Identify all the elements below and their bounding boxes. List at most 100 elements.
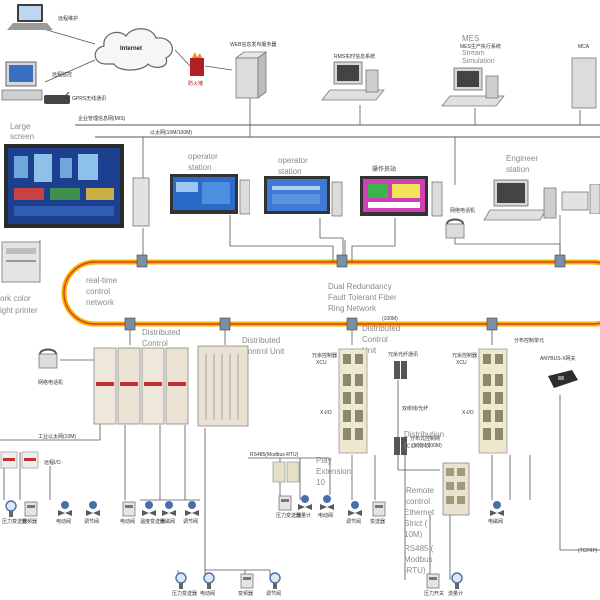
ring-switch-3-icon [554,254,566,268]
enterprise-net-label: 企业管理信息网(MIS) [78,116,126,122]
remote-maintenance-label: 远程维护 [58,16,79,22]
dcu-cabinet-2-icon [197,345,249,427]
valve-icon [86,501,100,516]
engineer-printer-icon [561,184,600,214]
dcu-3-label-c: Unit [362,346,377,355]
valve-icon [185,501,199,516]
dual-tag-label: (100M) [382,316,398,322]
large-screen-label-b: screen [10,132,35,141]
ring-switch-1-icon [136,254,148,268]
ring-switch-4-icon [124,317,136,331]
field-device-label: 调节阀 [266,591,282,597]
realtime-label-b: control [86,287,111,296]
eth-label-c: 10M) [404,530,423,539]
field-device-label: 压力变送器 [172,591,198,597]
play-label-a: Play [316,456,332,465]
ring-switch-6-icon [346,317,358,331]
remote-control-label-a: Remote [406,486,435,495]
field-device-label: 电动阀 [200,591,216,597]
remote-io-1-icon [0,451,39,469]
field-device-label: 变频器 [22,519,38,525]
field-device-label: 压力开关 [424,591,445,597]
dcu-2-label-b: Control Unit [242,347,285,356]
anybus-gateway-icon [548,370,578,388]
gprs-modem-icon [44,92,70,104]
operator-2-label-a: operator [278,156,308,165]
mes-cn-label: MES生产执行系统 [460,44,501,50]
rms-workstation-icon [321,61,385,101]
web-server-label: WEB信息发布服务器 [230,42,277,48]
valve-icon [320,495,334,510]
mca-server-icon [571,57,597,109]
remote-io-1-label: 远程I/O [44,460,61,466]
gprs-label: GPRS无线通讯 [72,96,107,102]
realtime-label-a: real-time [86,276,118,285]
valve-icon [142,501,156,516]
firewall-label: 防火墙 [188,81,204,87]
phone-icon [445,218,465,239]
field-device-label: 调节阀 [183,519,199,525]
engineer-label-b: station [506,165,530,174]
drive-icon [372,501,386,517]
operator-2-label-b: station [278,167,302,176]
remote-control-label-b: control [406,497,431,506]
dual-label-b: Fault Tolerant Fiber [328,293,397,302]
dcu-cabinet-1-icon [93,347,189,425]
valve-icon [348,501,362,516]
internet-cloud-icon [94,28,173,71]
remote-monitoring-label: 远程监控 [52,72,73,78]
operator-1-label-a: operator [188,152,218,161]
eth-label-a: Ethernet [404,508,435,517]
field-device-label: 温度变送器 [140,519,166,525]
rs-label-a: RS485 ( [404,544,434,553]
fiber-converter-1-icon [394,361,407,379]
field-device-label: 电动阀 [56,519,72,525]
xcu-a-label-1: 冗余控制器 [312,353,338,359]
computer-icon [1,61,43,101]
drive-icon [122,501,136,517]
field-device-label: 电磁阀 [488,519,504,525]
realtime-label-c: network [86,298,115,307]
drive-icon [278,495,292,511]
valve-icon [490,501,504,516]
mes-sub-b-label: Simulation [462,58,495,65]
play-label-c: 10 [316,478,325,487]
ring-switch-7-icon [486,317,498,331]
internet-label: Internet [120,46,143,52]
firewall-icon [190,52,204,76]
operator-station-2-icon [264,176,343,217]
xio-b-label: X-I/O [462,410,474,416]
transmitter-icon [269,572,281,589]
transmitter-icon [203,572,215,589]
printer-label-a: ork color [0,294,31,303]
net-phone-icon [38,348,58,369]
mes-label: MES [462,34,480,43]
engineer-station-icon [483,179,557,221]
field-device-label: 流量计 [448,591,464,597]
large-screen-display-icon [4,144,124,228]
transmitter-icon [5,500,17,517]
field-device-label: 电动阀 [318,513,334,519]
field-device-label: 变送器 [370,519,386,525]
printer-icon [1,241,41,283]
xcu-b-label-1: 冗余控制器 [452,353,478,359]
xcu-rack-b-icon [478,348,508,454]
rs-label-c: -RTU) [404,566,426,575]
field-device-label: 压力变送器 [2,519,28,525]
field-device-label: 压力变送器 [276,513,302,519]
xcu-a-label-2: XCU [316,360,327,366]
phone-label-top: 网络电话机 [450,208,476,214]
anybus-label: ANYBUS-X网关 [540,356,576,362]
operator-station-3-icon [360,176,443,217]
engineer-label-a: Engineer [506,154,539,163]
field-device-label: 变频器 [238,591,254,597]
dcu-3-label-a: Distributed [362,324,401,333]
operator-cn-label: 操作员站 [372,167,397,173]
distributed-net-label-b: (100M/100M) [412,443,442,449]
distributed-net-label-a: 分布式控制网 [410,436,441,442]
net-phone-label: 网络电话机 [38,380,64,386]
valve-icon [58,501,72,516]
dist-label-b: (control [404,441,431,450]
mes-sub-a-label: Stream [462,50,485,57]
